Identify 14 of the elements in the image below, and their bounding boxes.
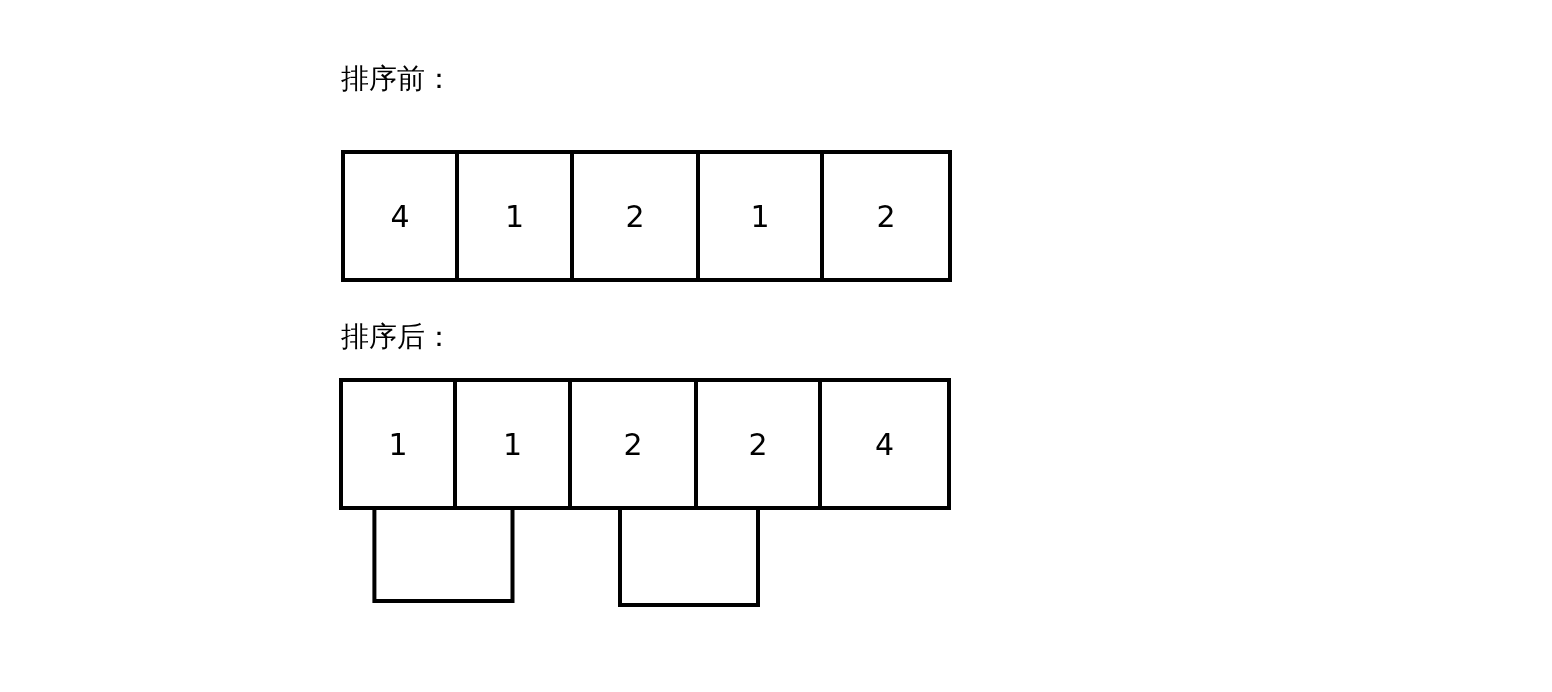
cell-value: 2 (623, 426, 643, 462)
cell-value: 4 (874, 426, 895, 462)
bracket-connector (372, 510, 515, 603)
cell-value: 2 (876, 198, 896, 234)
cell-value: 2 (748, 426, 768, 462)
cell-value: 1 (750, 198, 770, 234)
cell-value: 1 (388, 426, 408, 462)
row-heading: 排序后： (341, 319, 453, 355)
cell-value: 2 (625, 198, 645, 234)
row-heading: 排序前： (341, 61, 453, 97)
cell-value: 1 (502, 426, 523, 462)
bracket-connector (618, 510, 760, 607)
cell-value: 1 (504, 198, 525, 234)
cell-value: 4 (390, 198, 410, 234)
